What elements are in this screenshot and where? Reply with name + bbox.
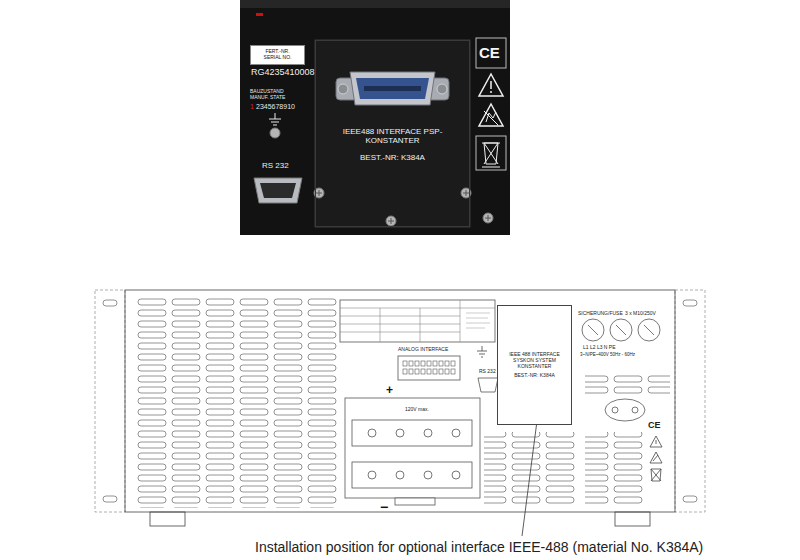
housing: [125, 290, 675, 512]
connector-slot: [364, 86, 421, 91]
node-text: BEST.-NR: K384A: [504, 373, 566, 379]
state-digit: 1: [250, 103, 254, 111]
state-digits: 2345678910: [256, 103, 295, 111]
terminal-bolt: [368, 429, 376, 437]
phase-labels: L1 L2 L3 N PE: [583, 345, 616, 351]
ground-symbol: [477, 346, 487, 357]
esd-symbol: [650, 452, 662, 463]
analog-connector: [398, 356, 460, 380]
power-inlet: [605, 399, 645, 421]
foot: [615, 512, 650, 526]
connector-insert: [356, 78, 429, 99]
vent-grille: [585, 372, 670, 394]
serial-label: FERT.-NR. SERIAL NO.: [250, 45, 305, 65]
screw: [338, 84, 348, 94]
interface-plate: IEEE 488 INTERFACE SYSKON SYSTEM KONSTAN…: [497, 305, 572, 425]
esd-hand: [484, 111, 498, 125]
disposal-bin: [482, 143, 500, 167]
ce-mark: CE: [648, 421, 661, 431]
ear-slot: [683, 496, 697, 502]
interface-plate: IEEE488 INTERFACE PSP-KONSTANTER BEST.-NR…: [315, 40, 470, 227]
serial-number: RG4235410008: [251, 68, 315, 78]
manuf-state-label: BAUZUSTAND MANUF. STATE: [250, 89, 288, 100]
node-heading: FERT.-NR. SERIAL NO.: [258, 49, 298, 61]
symbol-frame: [476, 136, 506, 170]
terminal-tab: [395, 498, 435, 505]
warning-triangle: [479, 74, 503, 96]
terminal-bolt: [452, 429, 460, 437]
rating-plate: [340, 300, 495, 342]
ear-slot: [103, 300, 117, 306]
warning-mark: [490, 81, 492, 93]
port-label: RS 232: [262, 162, 289, 171]
screw-slot: [316, 190, 491, 224]
ground-screw: [270, 128, 280, 138]
inlet-pin: [632, 407, 638, 413]
esd-triangle: [479, 104, 503, 126]
terminal-bolt: [424, 471, 432, 479]
node-heading: IEEE 488 INTERFACE SYSKON SYSTEM KONSTAN…: [504, 352, 566, 369]
rs232-shell: [254, 178, 302, 203]
polarity-sign: −: [380, 500, 388, 515]
mains-rating: 3~N/PE~400V 50Hz - 60Hz: [580, 353, 635, 358]
panel-ground: [240, 0, 510, 235]
ground-symbol: [269, 113, 281, 125]
port-label: RS 232: [479, 369, 496, 375]
terminal-bar: [352, 420, 472, 446]
polarity-sign: +: [386, 384, 393, 397]
inlet-pin: [612, 407, 618, 413]
vent-grille: [585, 432, 643, 506]
node-heading: IEEE488 INTERFACE PSP-KONSTANTER: [343, 127, 443, 145]
disposal-bin: [651, 469, 661, 481]
rs232-connector: [478, 378, 498, 392]
ear-slot: [103, 496, 117, 502]
rack-ear: [675, 290, 705, 512]
rating-plate-print: [466, 313, 490, 328]
foot: [150, 512, 185, 526]
warning-triangle: [650, 436, 662, 447]
node-text: BEST.-NR: K384A: [343, 153, 443, 162]
terminal-frame: [345, 398, 480, 498]
interface-plate-face: [315, 40, 470, 227]
rs232-insert: [260, 183, 296, 198]
panel-photo: [240, 0, 510, 235]
terminal-bar: [352, 462, 472, 488]
vent-grille: [484, 432, 576, 506]
port-label: ANALOG INTERFACE: [398, 347, 448, 353]
analog-pins: [402, 360, 456, 376]
panel-drawing: [95, 290, 705, 536]
terminal-bolt: [396, 429, 404, 437]
terminal-bolt: [396, 471, 404, 479]
vent-grille: [136, 298, 340, 508]
terminal-bolt: [424, 429, 432, 437]
panel-edge: [240, 0, 510, 8]
fuse-rating: 3 x M10/250V: [625, 311, 656, 317]
terminal-bolt: [368, 471, 376, 479]
connector-shell: [350, 72, 435, 105]
ce-mark: CE: [479, 45, 500, 62]
terminal-bolt: [452, 471, 460, 479]
ear-slot: [683, 300, 697, 306]
fuse-slot: [588, 325, 654, 335]
screw: [437, 84, 447, 94]
symbol-frame: [476, 38, 506, 68]
rack-ear: [95, 290, 125, 512]
rating-plate-grid: [340, 300, 495, 342]
caption: Installation position for optional inter…: [255, 540, 703, 555]
status-mark: [256, 13, 263, 16]
fuse-label: SICHERUNG/FUSE: [578, 311, 623, 317]
voltage-rating: 120V max.: [405, 407, 429, 413]
